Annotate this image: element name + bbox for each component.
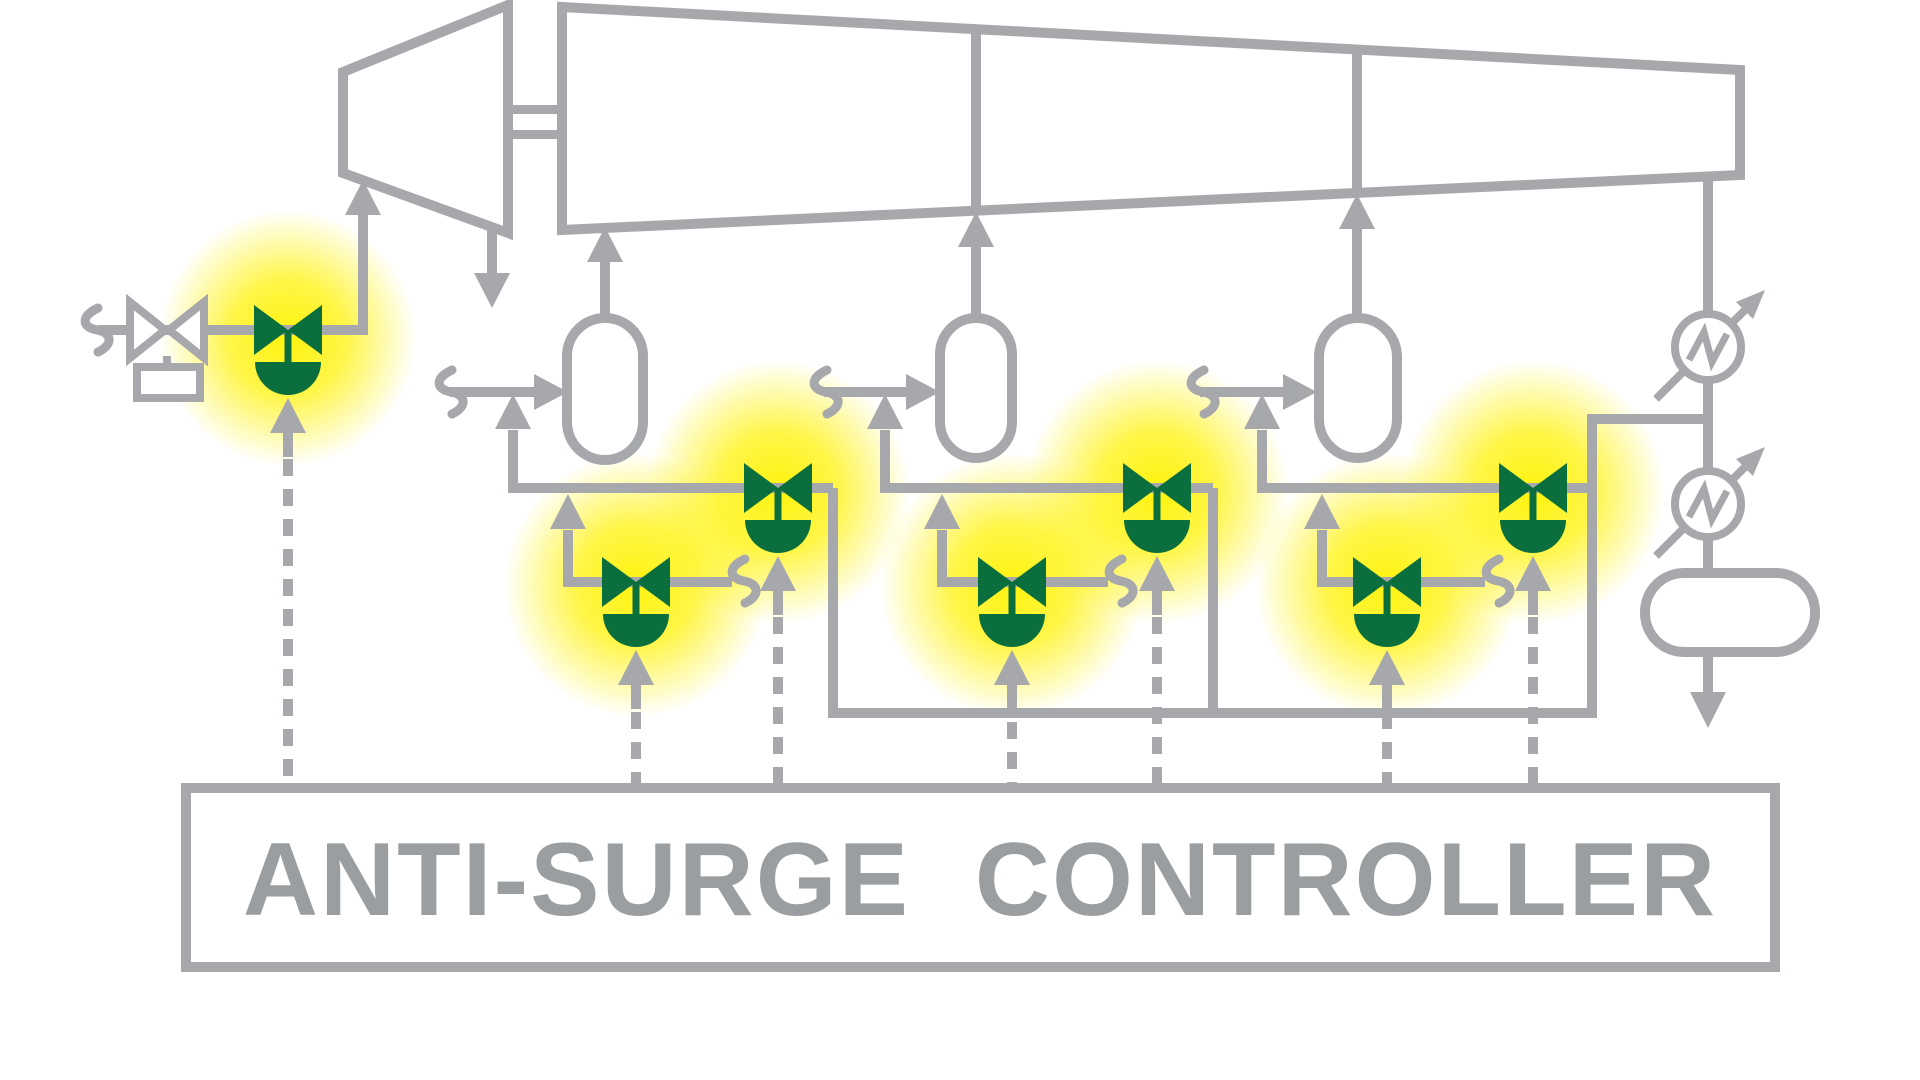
flow-arrow-icon — [867, 394, 903, 429]
knockout-drum-icon — [1314, 313, 1402, 463]
blow-off-valve-icon — [126, 293, 208, 402]
flow-arrow-icon — [550, 494, 586, 529]
flow-arrow-icon — [1244, 394, 1280, 429]
compressor-casing-icon — [557, 1, 1745, 236]
flow-arrow-icon — [1339, 194, 1375, 229]
flow-arrows — [345, 180, 1726, 728]
controller-signal-lines — [283, 459, 1538, 788]
knockout-drum-icon — [935, 313, 1017, 463]
flow-arrow-icon — [345, 180, 381, 215]
controller-label: ANTI-SURGE CONTROLLER — [243, 822, 1717, 938]
anti-surge-controller-box: ANTI-SURGE CONTROLLER — [181, 783, 1780, 972]
vent-break-icon — [85, 308, 109, 352]
shaft-coupling-icon — [506, 105, 564, 114]
valve-highlight-glows — [160, 210, 1665, 717]
flow-arrow-icon — [1283, 374, 1317, 410]
flow-arrow-icon — [474, 273, 510, 308]
flow-arrow-icon — [534, 374, 568, 410]
separator-vessel-icon — [1640, 568, 1820, 657]
flow-arrow-icon — [1304, 494, 1340, 529]
flow-arrow-icon — [1690, 692, 1726, 728]
flow-arrow-icon — [958, 212, 994, 247]
vent-break-icon — [439, 370, 463, 414]
turbine-icon — [338, 0, 513, 241]
flow-arrow-icon — [924, 494, 960, 529]
knockout-drum-icon — [562, 313, 648, 465]
machine-train — [338, 0, 1745, 241]
flow-arrow-icon — [906, 374, 940, 410]
flow-arrow-icon — [495, 394, 531, 429]
flow-arrow-icon — [587, 227, 623, 262]
shaft-coupling-icon — [506, 130, 564, 139]
